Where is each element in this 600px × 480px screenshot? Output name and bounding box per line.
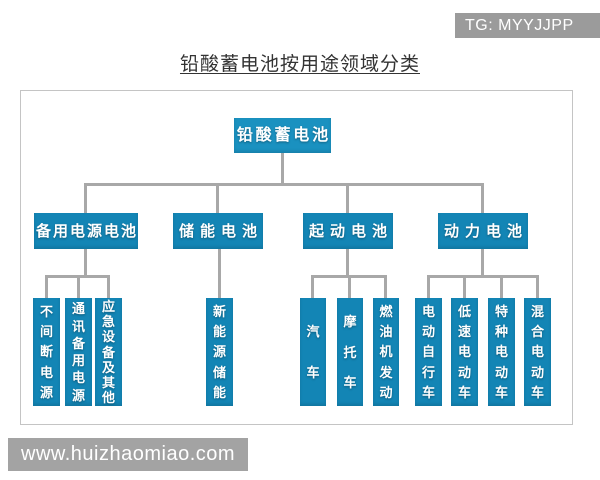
connector-line bbox=[216, 183, 219, 213]
diagram-panel: 铅酸蓄电池 备用电源电池 储能电池 起动电池 动力电池 不间断电源 通讯备用电源… bbox=[20, 90, 573, 425]
connector-line bbox=[481, 249, 484, 275]
leaf-node-new-energy-storage: 新能源储能 bbox=[206, 298, 233, 406]
connector-line bbox=[77, 275, 80, 298]
leaf-node-emergency-other: 应急设备及其他 bbox=[95, 298, 122, 406]
connector-line bbox=[427, 275, 430, 298]
connector-line bbox=[500, 275, 503, 298]
connector-line bbox=[281, 153, 284, 183]
branch-node-backup-power: 备用电源电池 bbox=[34, 213, 138, 249]
leaf-node-fuel-engine-start: 燃油机发动 bbox=[373, 298, 399, 406]
site-watermark-badge: www.huizhaomiao.com bbox=[8, 438, 249, 471]
connector-line bbox=[45, 275, 48, 298]
leaf-node-motorcycle: 摩托车 bbox=[337, 298, 363, 406]
leaf-node-low-speed-ev: 低速电动车 bbox=[451, 298, 478, 406]
leaf-node-ups: 不间断电源 bbox=[33, 298, 60, 406]
connector-line bbox=[84, 183, 484, 186]
connector-line bbox=[346, 183, 349, 213]
connector-line bbox=[463, 275, 466, 298]
leaf-node-special-ev: 特种电动车 bbox=[488, 298, 515, 406]
connector-line bbox=[384, 275, 387, 298]
root-node-lead-acid-battery: 铅酸蓄电池 bbox=[234, 118, 331, 153]
connector-line bbox=[427, 275, 539, 278]
leaf-node-telecom-backup: 通讯备用电源 bbox=[65, 298, 92, 406]
connector-line bbox=[84, 249, 87, 275]
connector-line bbox=[536, 275, 539, 298]
leaf-node-hybrid-ev: 混合电动车 bbox=[524, 298, 551, 406]
connector-line bbox=[107, 275, 110, 298]
connector-line bbox=[348, 275, 351, 298]
branch-node-energy-storage: 储能电池 bbox=[173, 213, 263, 249]
connector-line bbox=[84, 183, 87, 213]
connector-line bbox=[346, 249, 349, 275]
leaf-node-automobile: 汽车 bbox=[300, 298, 326, 406]
branch-node-starting: 起动电池 bbox=[303, 213, 393, 249]
connector-line bbox=[218, 249, 221, 298]
connector-line bbox=[481, 183, 484, 213]
branch-node-power: 动力电池 bbox=[438, 213, 528, 249]
leaf-node-electric-bicycle: 电动自行车 bbox=[415, 298, 442, 406]
tg-watermark-badge: TG: MYYJJPP bbox=[455, 13, 600, 38]
page-title: 铅酸蓄电池按用途领域分类 bbox=[179, 54, 420, 75]
connector-line bbox=[311, 275, 314, 298]
